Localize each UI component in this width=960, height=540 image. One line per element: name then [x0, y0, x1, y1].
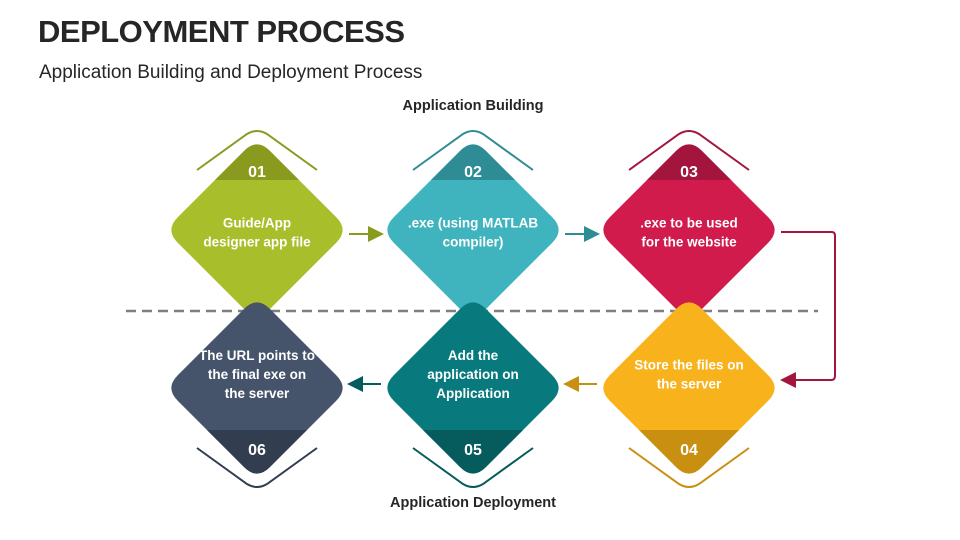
connector-03-04: [780, 231, 836, 388]
step-04: 04 Store the files on the server: [603, 302, 775, 488]
section-label-building: Application Building: [402, 98, 544, 114]
step-03: 03 .exe to be used for the website: [603, 130, 775, 316]
step-text-line: the server: [225, 386, 290, 401]
section-label-deployment: Application Deployment: [390, 495, 556, 511]
step-02: 02 .exe (using MATLAB compiler): [387, 130, 559, 316]
step-text-line: The URL points to: [199, 348, 315, 363]
step-shape: [171, 144, 343, 316]
step-outline: [196, 130, 318, 171]
step-outline: [628, 447, 750, 488]
step-text-line: .exe (using MATLAB: [408, 216, 539, 231]
step-text-line: application on: [427, 367, 519, 382]
step-text-line: Guide/App: [223, 216, 291, 231]
step-number: 04: [680, 442, 698, 459]
step-shape: [387, 144, 559, 316]
step-number: 01: [248, 164, 266, 181]
step-text-line: Store the files on: [634, 358, 744, 373]
step-number: 02: [464, 164, 482, 181]
step-outline: [196, 447, 318, 488]
step-text-line: compiler): [443, 235, 504, 250]
step-06: 06 The URL points to the final exe on the s…: [171, 302, 343, 488]
step-text-line: Add the: [448, 348, 499, 363]
step-number: 05: [464, 442, 482, 459]
step-text-line: for the website: [641, 235, 737, 250]
step-outline: [412, 447, 534, 488]
step-shape: [603, 144, 775, 316]
step-text-line: the server: [657, 377, 722, 392]
page-title: DEPLOYMENT PROCESS: [38, 14, 405, 49]
step-text-line: the final exe on: [208, 367, 306, 382]
step-outline: [628, 130, 750, 171]
step-number: 06: [248, 442, 266, 459]
page-subtitle: Application Building and Deployment Proc…: [39, 62, 423, 83]
step-05: 05 Add the application on Application: [387, 302, 559, 488]
step-number: 03: [680, 164, 698, 181]
step-outline: [412, 130, 534, 171]
step-text-line: designer app file: [203, 235, 311, 250]
step-text-line: .exe to be used: [640, 216, 738, 231]
step-text-line: Application: [436, 386, 510, 401]
